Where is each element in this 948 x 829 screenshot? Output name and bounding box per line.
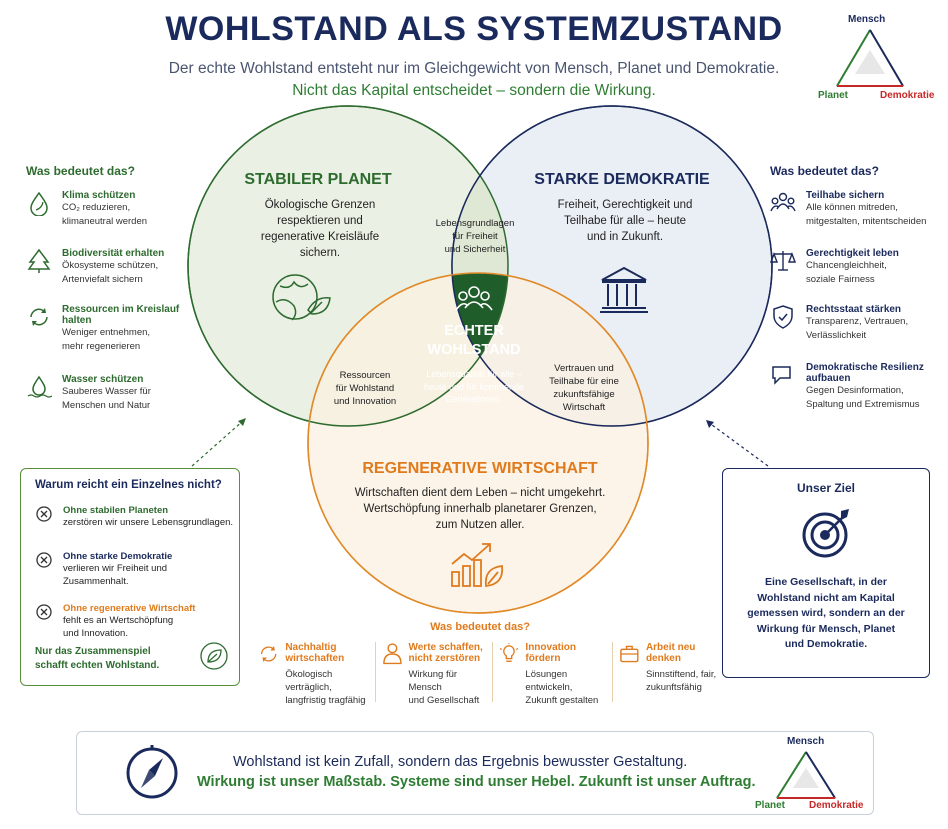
triangle-badge-bottom: Mensch Planet Demokratie [751,736,864,814]
leaf-drop-icon [30,191,48,216]
economy-title: REGENERATIVE WIRTSCHAFT [362,460,598,477]
center-text: Lebensqualität für alle –heute und für k… [423,369,525,404]
growth-chart-icon [451,543,504,587]
democracy-title: STARKE DEMOKRATIE [534,171,710,188]
compass-icon [126,745,178,799]
triangle-label-top: Mensch [848,14,886,25]
triangle-label-right: Demokratie [880,90,935,101]
triangle-icon [776,751,836,799]
footer-line-1: Wohlstand ist kein Zufall, sondern das E… [233,754,688,770]
tree-icon [27,248,51,273]
x-circle-icon [36,604,52,620]
x-circle-icon [36,552,52,568]
subtitle: Der echte Wohlstand entsteht nur im Glei… [168,60,780,77]
community-icon [455,286,493,311]
globe-leaf-icon [272,274,331,321]
footer-line-2: Wirkung ist unser Maßstab. Systeme sind … [197,774,756,790]
triangle-badge-top: Mensch Planet Demokratie [810,12,934,104]
x-circle-icon [36,506,52,522]
triangle-icon [836,29,904,87]
triangle-label-right: Demokratie [809,800,864,811]
planet-title: STABILER PLANET [244,171,392,188]
economy-text: Wirtschaften dient dem Leben – nicht umg… [354,487,606,531]
shield-icon [773,305,793,329]
water-drop-icon [27,375,52,398]
page-title: WOHLSTAND ALS SYSTEMZUSTAND [165,10,783,48]
right-panel-heading: Was bedeutet das? [770,164,879,178]
briefcase-icon [620,645,639,663]
lightbulb-icon [500,643,519,662]
goal-heading: Unser Ziel [796,481,856,495]
tagline: Nicht das Kapital entscheidet – sondern … [292,82,656,99]
arrow-left [191,419,245,467]
triangle-label-top: Mensch [787,736,825,747]
recycle-icon [30,308,48,326]
cycle-icon [260,646,277,662]
why-box: Warum reicht ein Einzelnes nicht? Ohne s… [20,468,240,686]
target-icon [802,509,849,558]
people-icon [770,192,796,212]
arrow-right [707,421,769,467]
why-heading: Warum reicht ein Einzelnes nicht? [35,479,222,491]
triangle-label-left: Planet [818,90,849,101]
footer-box: Wohlstand ist kein Zufall, sondern das E… [76,731,874,815]
leaf-icon [200,642,228,670]
scales-icon [770,251,796,271]
courthouse-icon [600,266,648,313]
left-panel-heading: Was bedeutet das? [26,164,135,178]
economy-panel-heading: Was bedeutet das? [430,621,530,633]
person-icon [382,643,402,665]
speech-bubble-icon [772,366,791,385]
triangle-label-left: Planet [755,800,786,811]
